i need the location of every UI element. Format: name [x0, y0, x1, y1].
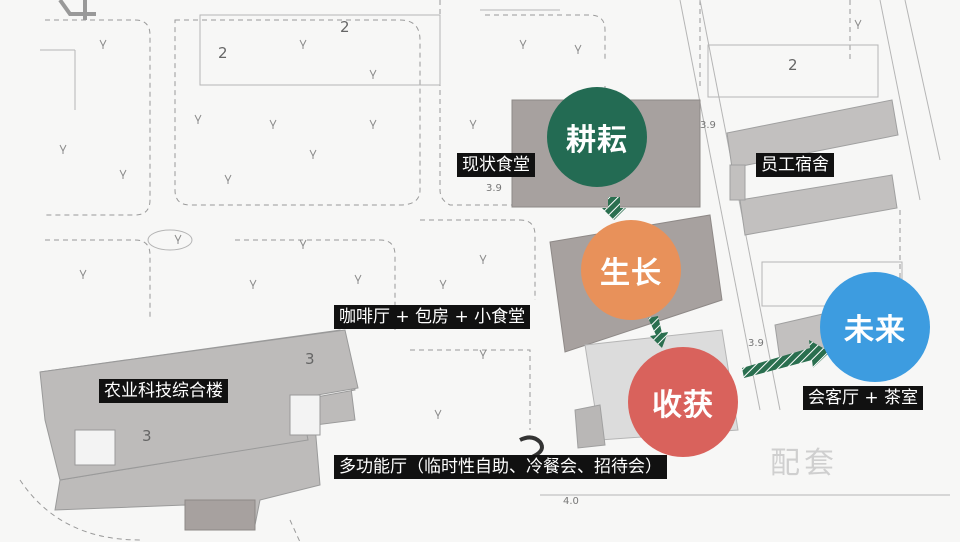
- block-number: 2: [788, 56, 798, 74]
- circle-grow: 生长: [581, 220, 681, 320]
- block-number: 2: [218, 44, 228, 62]
- arrow-1: [602, 197, 626, 220]
- faint-watermark-text: 配套: [770, 446, 838, 481]
- block-number: 3: [142, 427, 152, 445]
- block-number: 3: [305, 350, 315, 368]
- label-meeting-tea: 会客厅 + 茶室: [803, 386, 924, 410]
- arrow-3: [742, 340, 830, 378]
- dorm-connector: [729, 164, 746, 201]
- circle-future: 未来: [820, 272, 930, 382]
- label-agri-building: 农业科技综合楼: [99, 379, 228, 403]
- label-existing-canteen: 现状食堂: [457, 153, 535, 177]
- dorm-block-a: [726, 99, 899, 169]
- height-mark: 3.9: [700, 120, 716, 131]
- tree-marks: [59, 19, 862, 419]
- height-mark: 4.0: [563, 496, 579, 507]
- block-number: 2: [340, 18, 350, 36]
- flow-arrows: [602, 197, 830, 378]
- circle-cultivate: 耕耘: [547, 87, 647, 187]
- arrow-2: [648, 316, 668, 348]
- height-mark: 3.9: [486, 183, 502, 194]
- dorm-block-b: [739, 174, 898, 236]
- height-mark: 3.9: [748, 338, 764, 349]
- label-staff-dorm: 员工宿舍: [756, 153, 834, 177]
- label-cafe: 咖啡厅 + 包房 + 小食堂: [334, 305, 531, 329]
- circle-harvest: 收获: [628, 347, 738, 457]
- building-annex: [574, 404, 606, 449]
- label-multi-hall: 多功能厅（临时性自助、冷餐会、招待会）: [334, 455, 667, 479]
